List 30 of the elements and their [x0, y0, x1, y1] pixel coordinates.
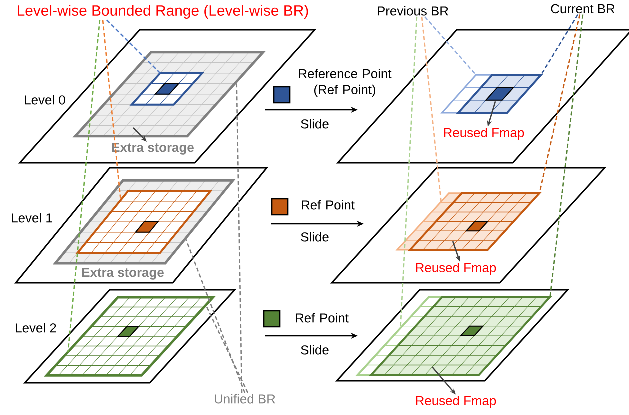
region-label: Reused Fmap — [416, 396, 496, 408]
leader-line — [185, 238, 246, 394]
leader-line — [205, 304, 249, 394]
leader-line — [550, 14, 584, 298]
region-label: Reused Fmap — [416, 262, 496, 276]
range-label: Unified BR — [215, 394, 276, 404]
leader-line — [539, 14, 581, 194]
level-label: Level 0 — [25, 95, 66, 105]
arrow — [133, 128, 147, 142]
legend-text: Ref Point — [302, 200, 355, 210]
leader-line — [236, 82, 243, 394]
leader-line — [540, 14, 579, 76]
slide-label: Slide — [301, 232, 329, 242]
level-label: Level 2 — [16, 323, 56, 333]
range-label: Previous BR — [378, 6, 448, 16]
leader-line — [421, 16, 442, 202]
leader-line — [106, 20, 161, 74]
slide-label: Slide — [301, 119, 329, 129]
region-label: Reused Fmap — [444, 128, 524, 140]
region-label: Extra storage — [82, 268, 164, 280]
region-label: Extra storage — [112, 143, 194, 155]
range-label: Current BR — [551, 4, 615, 14]
legend-text: Reference Point (Ref Point) — [299, 69, 392, 98]
leader-line — [424, 16, 477, 76]
leader-line — [400, 16, 418, 328]
legend-text: Ref Point — [296, 313, 349, 323]
slide-label: Slide — [301, 345, 329, 355]
leader-line — [68, 20, 101, 352]
range-label: Level-wise Bounded Range (Level-wise BR) — [18, 5, 308, 19]
level-label: Level 1 — [12, 213, 52, 223]
